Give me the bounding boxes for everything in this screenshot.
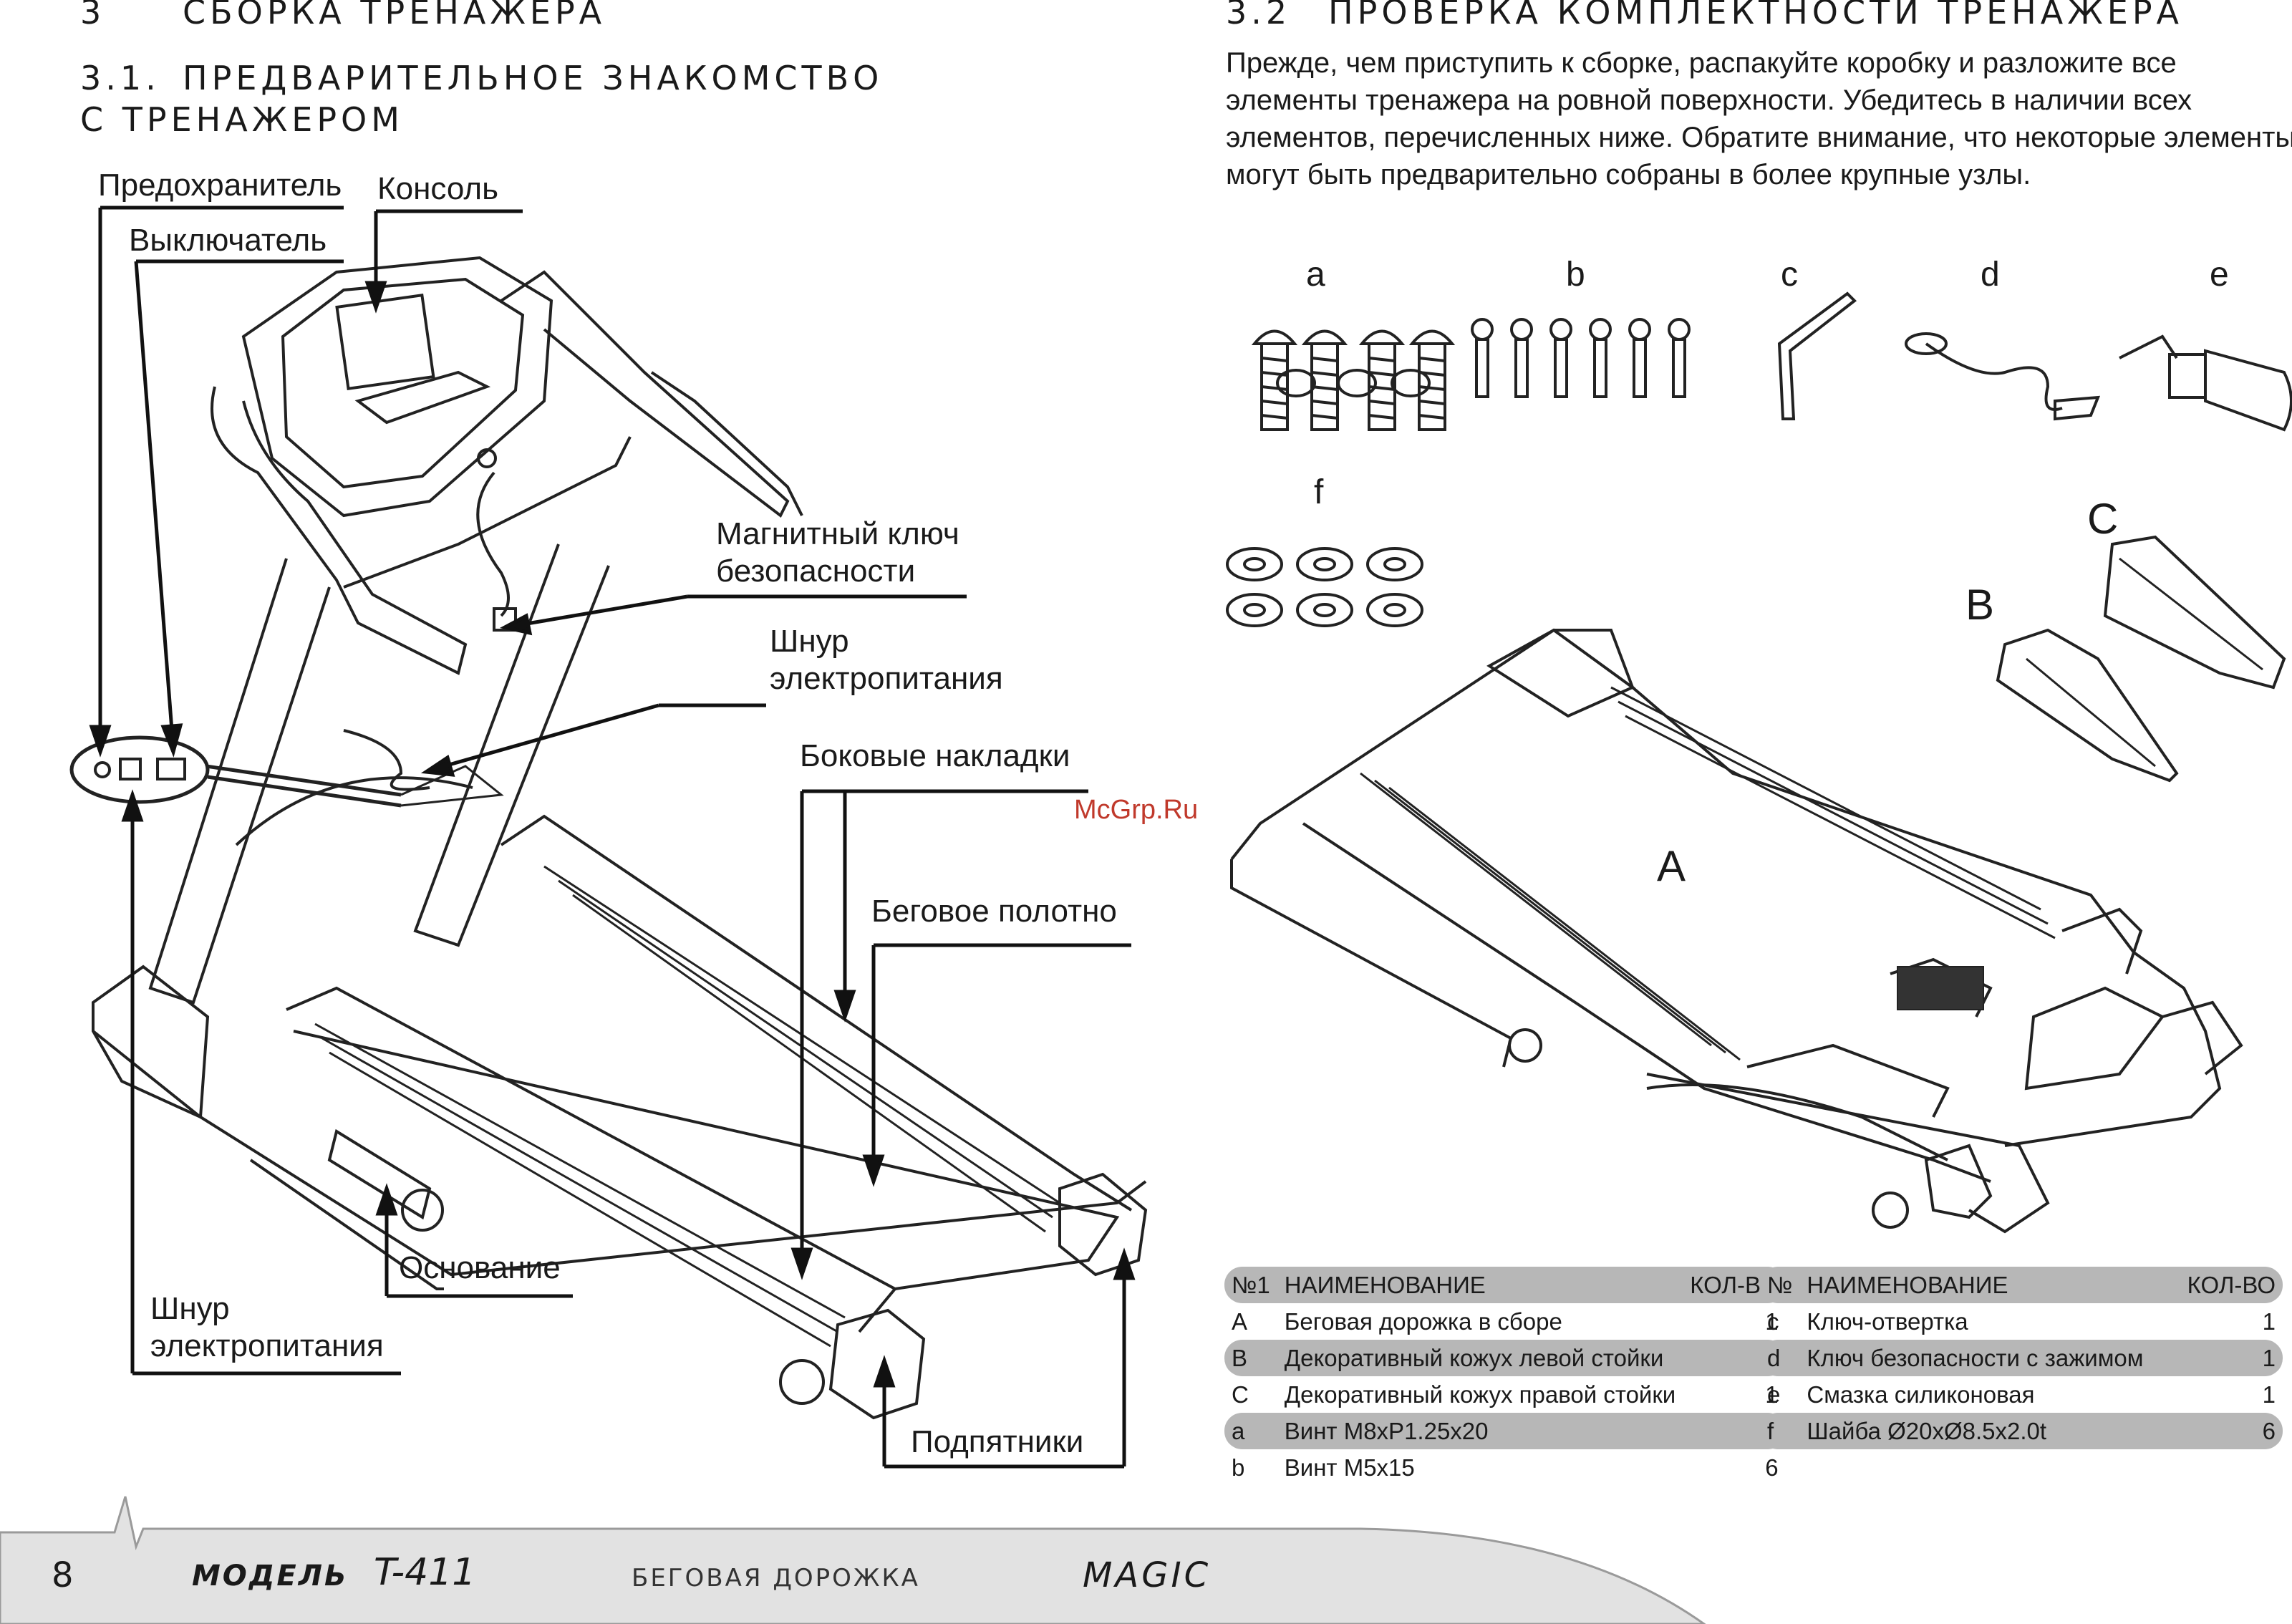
cover-b-drawing bbox=[1996, 628, 2179, 783]
treadmill-assembly-a-drawing bbox=[1230, 628, 2243, 1234]
row-qty: 1 bbox=[1765, 1381, 1779, 1408]
row-name: Беговая дорожка в сборе bbox=[1284, 1308, 1562, 1335]
label-fuse: Предохранитель bbox=[98, 168, 342, 203]
label-power-cord-line1: Шнур bbox=[770, 624, 849, 659]
brand-logo: MAGIC bbox=[1083, 1555, 1212, 1595]
row-name: Ключ безопасности с зажимом bbox=[1799, 1340, 2174, 1376]
silicone-lubricant-drawing bbox=[2119, 334, 2292, 432]
product-name: БЕГОВАЯ ДОРОЖКА bbox=[632, 1564, 920, 1592]
row-qty: 1 bbox=[2262, 1381, 2276, 1408]
intro-paragraph: Прежде, чем приступить к сборке, распаку… bbox=[1226, 47, 2292, 190]
part-letter-d: d bbox=[1981, 256, 2000, 294]
row-name: Декоративный кожух правой стойки bbox=[1284, 1381, 1676, 1408]
page-number: 8 bbox=[52, 1555, 74, 1595]
label-magnetic-key-line2: безопасности bbox=[716, 554, 916, 589]
model-label: МОДЕЛЬ bbox=[192, 1560, 349, 1592]
row-id: f bbox=[1760, 1413, 1800, 1449]
bolts-m8-drawing bbox=[1251, 329, 1456, 431]
label-power-cord-bottom-line1: Шнур bbox=[150, 1291, 230, 1326]
parts-table-right: № НАИМЕНОВАНИЕ КОЛ-ВО c Ключ-отвертка 1 … bbox=[1760, 1267, 2283, 1449]
part-letter-a: a bbox=[1306, 256, 1325, 294]
table-row: e Смазка силиконовая 1 bbox=[1760, 1376, 2283, 1413]
header-qty: КОЛ-ВО bbox=[2173, 1267, 2283, 1303]
screws-m5-drawing bbox=[1471, 318, 1691, 398]
row-qty: 1 bbox=[2173, 1340, 2283, 1376]
label-switch: Выключатель bbox=[129, 223, 327, 258]
subsection-3-2-title: ПРОВЕРКА КОМПЛЕКТНОСТИ ТРЕНАЖЕРА bbox=[1328, 0, 2184, 32]
row-name: Смазка силиконовая bbox=[1807, 1381, 2035, 1408]
row-id: B bbox=[1224, 1340, 1277, 1376]
row-id: a bbox=[1224, 1413, 1277, 1449]
label-side-covers: Боковые накладки bbox=[800, 738, 1070, 773]
row-id: b bbox=[1232, 1454, 1245, 1481]
assembly-drawing bbox=[1230, 535, 2286, 1234]
part-letter-b: b bbox=[1566, 256, 1585, 294]
row-id: d bbox=[1760, 1340, 1800, 1376]
watermark: McGrp.Ru bbox=[1074, 795, 1199, 825]
label-running-belt: Беговое полотно bbox=[871, 894, 1117, 929]
parts-drawings bbox=[1226, 291, 2292, 627]
subsection-3-2-number: 3.2 bbox=[1226, 0, 1292, 32]
washers-drawing bbox=[1226, 547, 1423, 627]
section-title: СБОРКА ТРЕНАЖЕРА bbox=[183, 0, 606, 32]
assembly-letter-C: C bbox=[2087, 495, 2119, 543]
row-name: Винт M5x15 bbox=[1284, 1454, 1415, 1481]
row-id: c bbox=[1767, 1308, 1779, 1335]
header-num: №1 bbox=[1224, 1267, 1277, 1303]
callout-lines bbox=[89, 206, 1136, 1469]
part-letter-c: c bbox=[1781, 256, 1798, 294]
row-name: Шайба Ø20xØ8.5x2.0t bbox=[1799, 1413, 2174, 1449]
section-number: 3 bbox=[80, 0, 106, 32]
table-row: b Винт M5x15 6 bbox=[1224, 1449, 1786, 1486]
subsection-title-line2: С ТРЕНАЖЕРОМ bbox=[80, 100, 404, 139]
table-row: d Ключ безопасности с зажимом 1 bbox=[1760, 1340, 2283, 1376]
row-id: C bbox=[1232, 1381, 1249, 1408]
assembly-letter-B: B bbox=[1965, 581, 1995, 629]
row-qty: 1 bbox=[1765, 1308, 1779, 1335]
table-row: C Декоративный кожух правой стойки 1 bbox=[1224, 1376, 1786, 1413]
label-power-cord-line2: электропитания bbox=[770, 661, 1003, 696]
table-row: c Ключ-отвертка 1 bbox=[1760, 1303, 2283, 1340]
table-header: № НАИМЕНОВАНИЕ КОЛ-ВО bbox=[1760, 1267, 2283, 1303]
header-num: № bbox=[1760, 1267, 1800, 1303]
table-row: f Шайба Ø20xØ8.5x2.0t 6 bbox=[1760, 1413, 2283, 1449]
row-name: Ключ-отвертка bbox=[1807, 1308, 1968, 1335]
row-name: Декоративный кожух левой стойки bbox=[1277, 1340, 1683, 1376]
safety-key-drawing bbox=[1905, 332, 2101, 421]
row-qty: 6 bbox=[2173, 1413, 2283, 1449]
header-name: НАИМЕНОВАНИЕ bbox=[1799, 1267, 2174, 1303]
label-feet: Подпятники bbox=[911, 1424, 1084, 1459]
label-base: Основание bbox=[399, 1250, 561, 1285]
header-name: НАИМЕНОВАНИЕ bbox=[1277, 1267, 1683, 1303]
row-name: Винт M8xP1.25x20 bbox=[1277, 1413, 1683, 1449]
assembly-letter-A: A bbox=[1657, 842, 1686, 890]
parts-table-left: №1 НАИМЕНОВАНИЕ КОЛ-ВО A Беговая дорожка… bbox=[1224, 1267, 1786, 1486]
row-id: A bbox=[1232, 1308, 1248, 1335]
label-console: Консоль bbox=[377, 171, 498, 206]
part-letter-e: e bbox=[2210, 256, 2229, 294]
row-qty: 1 bbox=[2262, 1308, 2276, 1335]
label-power-cord-bottom-line2: электропитания bbox=[150, 1328, 384, 1363]
label-magnetic-key-line1: Магнитный ключ bbox=[716, 516, 959, 551]
part-letter-f: f bbox=[1314, 473, 1324, 511]
row-id: e bbox=[1767, 1381, 1781, 1408]
subsection-title-line1: ПРЕДВАРИТЕЛЬНОЕ ЗНАКОМСТВО bbox=[183, 59, 884, 97]
cover-c-drawing bbox=[2103, 535, 2286, 690]
subsection-number: 3.1. bbox=[80, 59, 160, 97]
treadmill-overview-diagram bbox=[69, 256, 1148, 1420]
row-qty: 6 bbox=[1765, 1454, 1779, 1481]
model-name: T-411 bbox=[374, 1551, 476, 1594]
hex-key-drawing bbox=[1777, 291, 1857, 420]
table-row: A Беговая дорожка в сборе 1 bbox=[1224, 1303, 1786, 1340]
